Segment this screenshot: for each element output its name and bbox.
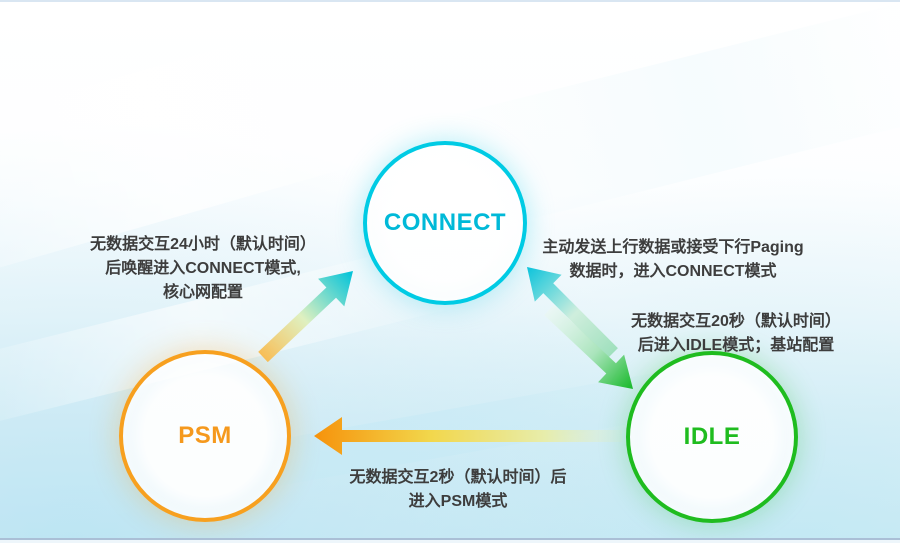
state-label-psm: PSM (178, 422, 232, 449)
arrow-psm-to-connect (258, 271, 353, 363)
caption-line: 主动发送上行数据或接受下行Paging (542, 239, 804, 256)
transition-label-idle-to-connect: 主动发送上行数据或接受下行Paging 数据时，进入CONNECT模式 (518, 236, 828, 284)
state-label-connect: CONNECT (383, 209, 507, 236)
arrow-idle-to-psm (314, 417, 622, 455)
transition-label-psm-to-connect: 无数据交互24小时（默认时间） 后唤醒进入CONNECT模式, 核心网配置 (62, 233, 344, 305)
caption-line: 无数据交互24小时（默认时间） (90, 236, 316, 253)
bottom-edge-fill (0, 540, 900, 543)
transition-label-idle-to-psm: 无数据交互2秒（默认时间）后 进入PSM模式 (308, 466, 608, 514)
top-edge-line (0, 0, 900, 2)
caption-line: 数据时，进入CONNECT模式 (569, 263, 777, 280)
arrow-idle-to-connect (527, 267, 618, 358)
transition-label-connect-to-idle: 无数据交互20秒（默认时间） 后进入IDLE模式；基站配置 (602, 310, 870, 358)
caption-line: 无数据交互2秒（默认时间）后 (349, 469, 567, 486)
caption-line: 核心网配置 (162, 284, 243, 301)
caption-line: 后进入IDLE模式；基站配置 (637, 337, 835, 354)
arrow-connect-to-idle (544, 304, 633, 389)
caption-line: 无数据交互20秒（默认时间） (631, 313, 841, 330)
state-node-psm: PSM (119, 350, 291, 522)
state-node-idle: IDLE (626, 351, 798, 523)
caption-line: 后唤醒进入CONNECT模式, (105, 260, 301, 277)
bottom-edge-line (0, 538, 900, 540)
state-label-idle: IDLE (683, 423, 741, 450)
caption-line: 进入PSM模式 (408, 493, 508, 510)
state-node-connect: CONNECT (363, 141, 527, 305)
